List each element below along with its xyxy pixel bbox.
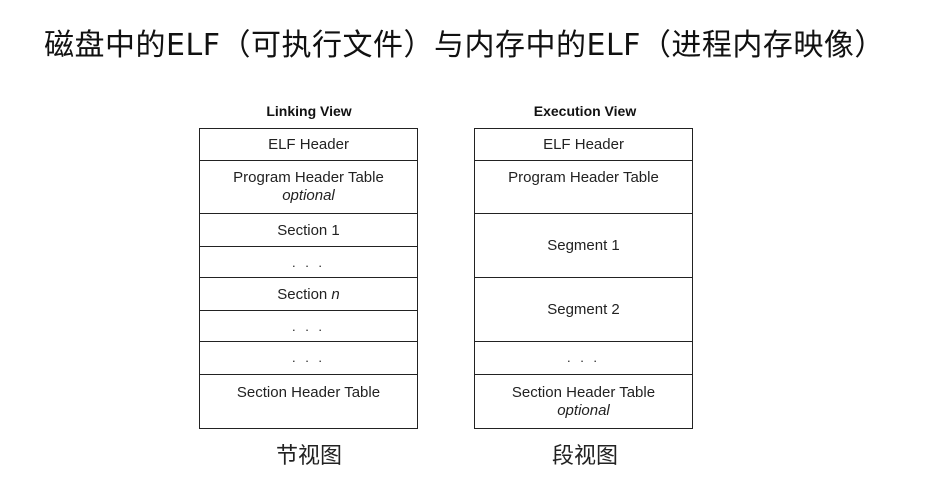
row-label: Section Header Table [236, 384, 381, 401]
row-label: Segment 1 [547, 237, 620, 254]
segment-1-row: Segment 1 [475, 214, 692, 278]
ellipsis: . . . [566, 350, 601, 365]
row-label: ELF Header [543, 136, 624, 153]
ellipsis: . . . [291, 255, 326, 270]
linking-view-caption: 节视图 [275, 444, 342, 469]
ellipsis-row: . . . [200, 342, 417, 375]
section-header-table-row: Section Header Table [200, 375, 417, 428]
row-label: ELF Header [268, 136, 349, 153]
ellipsis-row: . . . [475, 342, 692, 375]
linking-view-table: ELF Header Program Header Table optional… [199, 128, 418, 429]
row-label: Section 1 [277, 222, 340, 239]
execution-view-caption: 段视图 [551, 444, 618, 469]
section-n-row: Section n [200, 278, 417, 311]
program-header-table-row: Program Header Table [475, 161, 692, 214]
row-label: Section Header Table [511, 384, 656, 401]
row-label: Segment 2 [547, 301, 620, 318]
execution-view-heading: Execution View [533, 103, 637, 119]
optional-note: optional [282, 187, 335, 204]
optional-note: optional [557, 402, 610, 419]
row-label: Section n [277, 286, 340, 303]
row-label: Program Header Table [233, 169, 384, 186]
program-header-table-row: Program Header Table optional [200, 161, 417, 214]
segment-2-row: Segment 2 [475, 278, 692, 342]
elf-header-row: ELF Header [475, 129, 692, 161]
elf-header-row: ELF Header [200, 129, 417, 161]
ellipsis: . . . [291, 319, 326, 334]
ellipsis-row: . . . [200, 311, 417, 342]
execution-view-table: ELF Header Program Header Table Segment … [474, 128, 693, 429]
ellipsis-row: . . . [200, 247, 417, 278]
ellipsis: . . . [291, 350, 326, 365]
section-header-table-row: Section Header Table optional [475, 375, 692, 428]
linking-view-heading: Linking View [266, 103, 352, 119]
section-1-row: Section 1 [200, 214, 417, 247]
row-label: Program Header Table [508, 169, 659, 186]
page-title: 磁盘中的ELF（可执行文件）与内存中的ELF（进程内存映像） [44, 28, 885, 63]
